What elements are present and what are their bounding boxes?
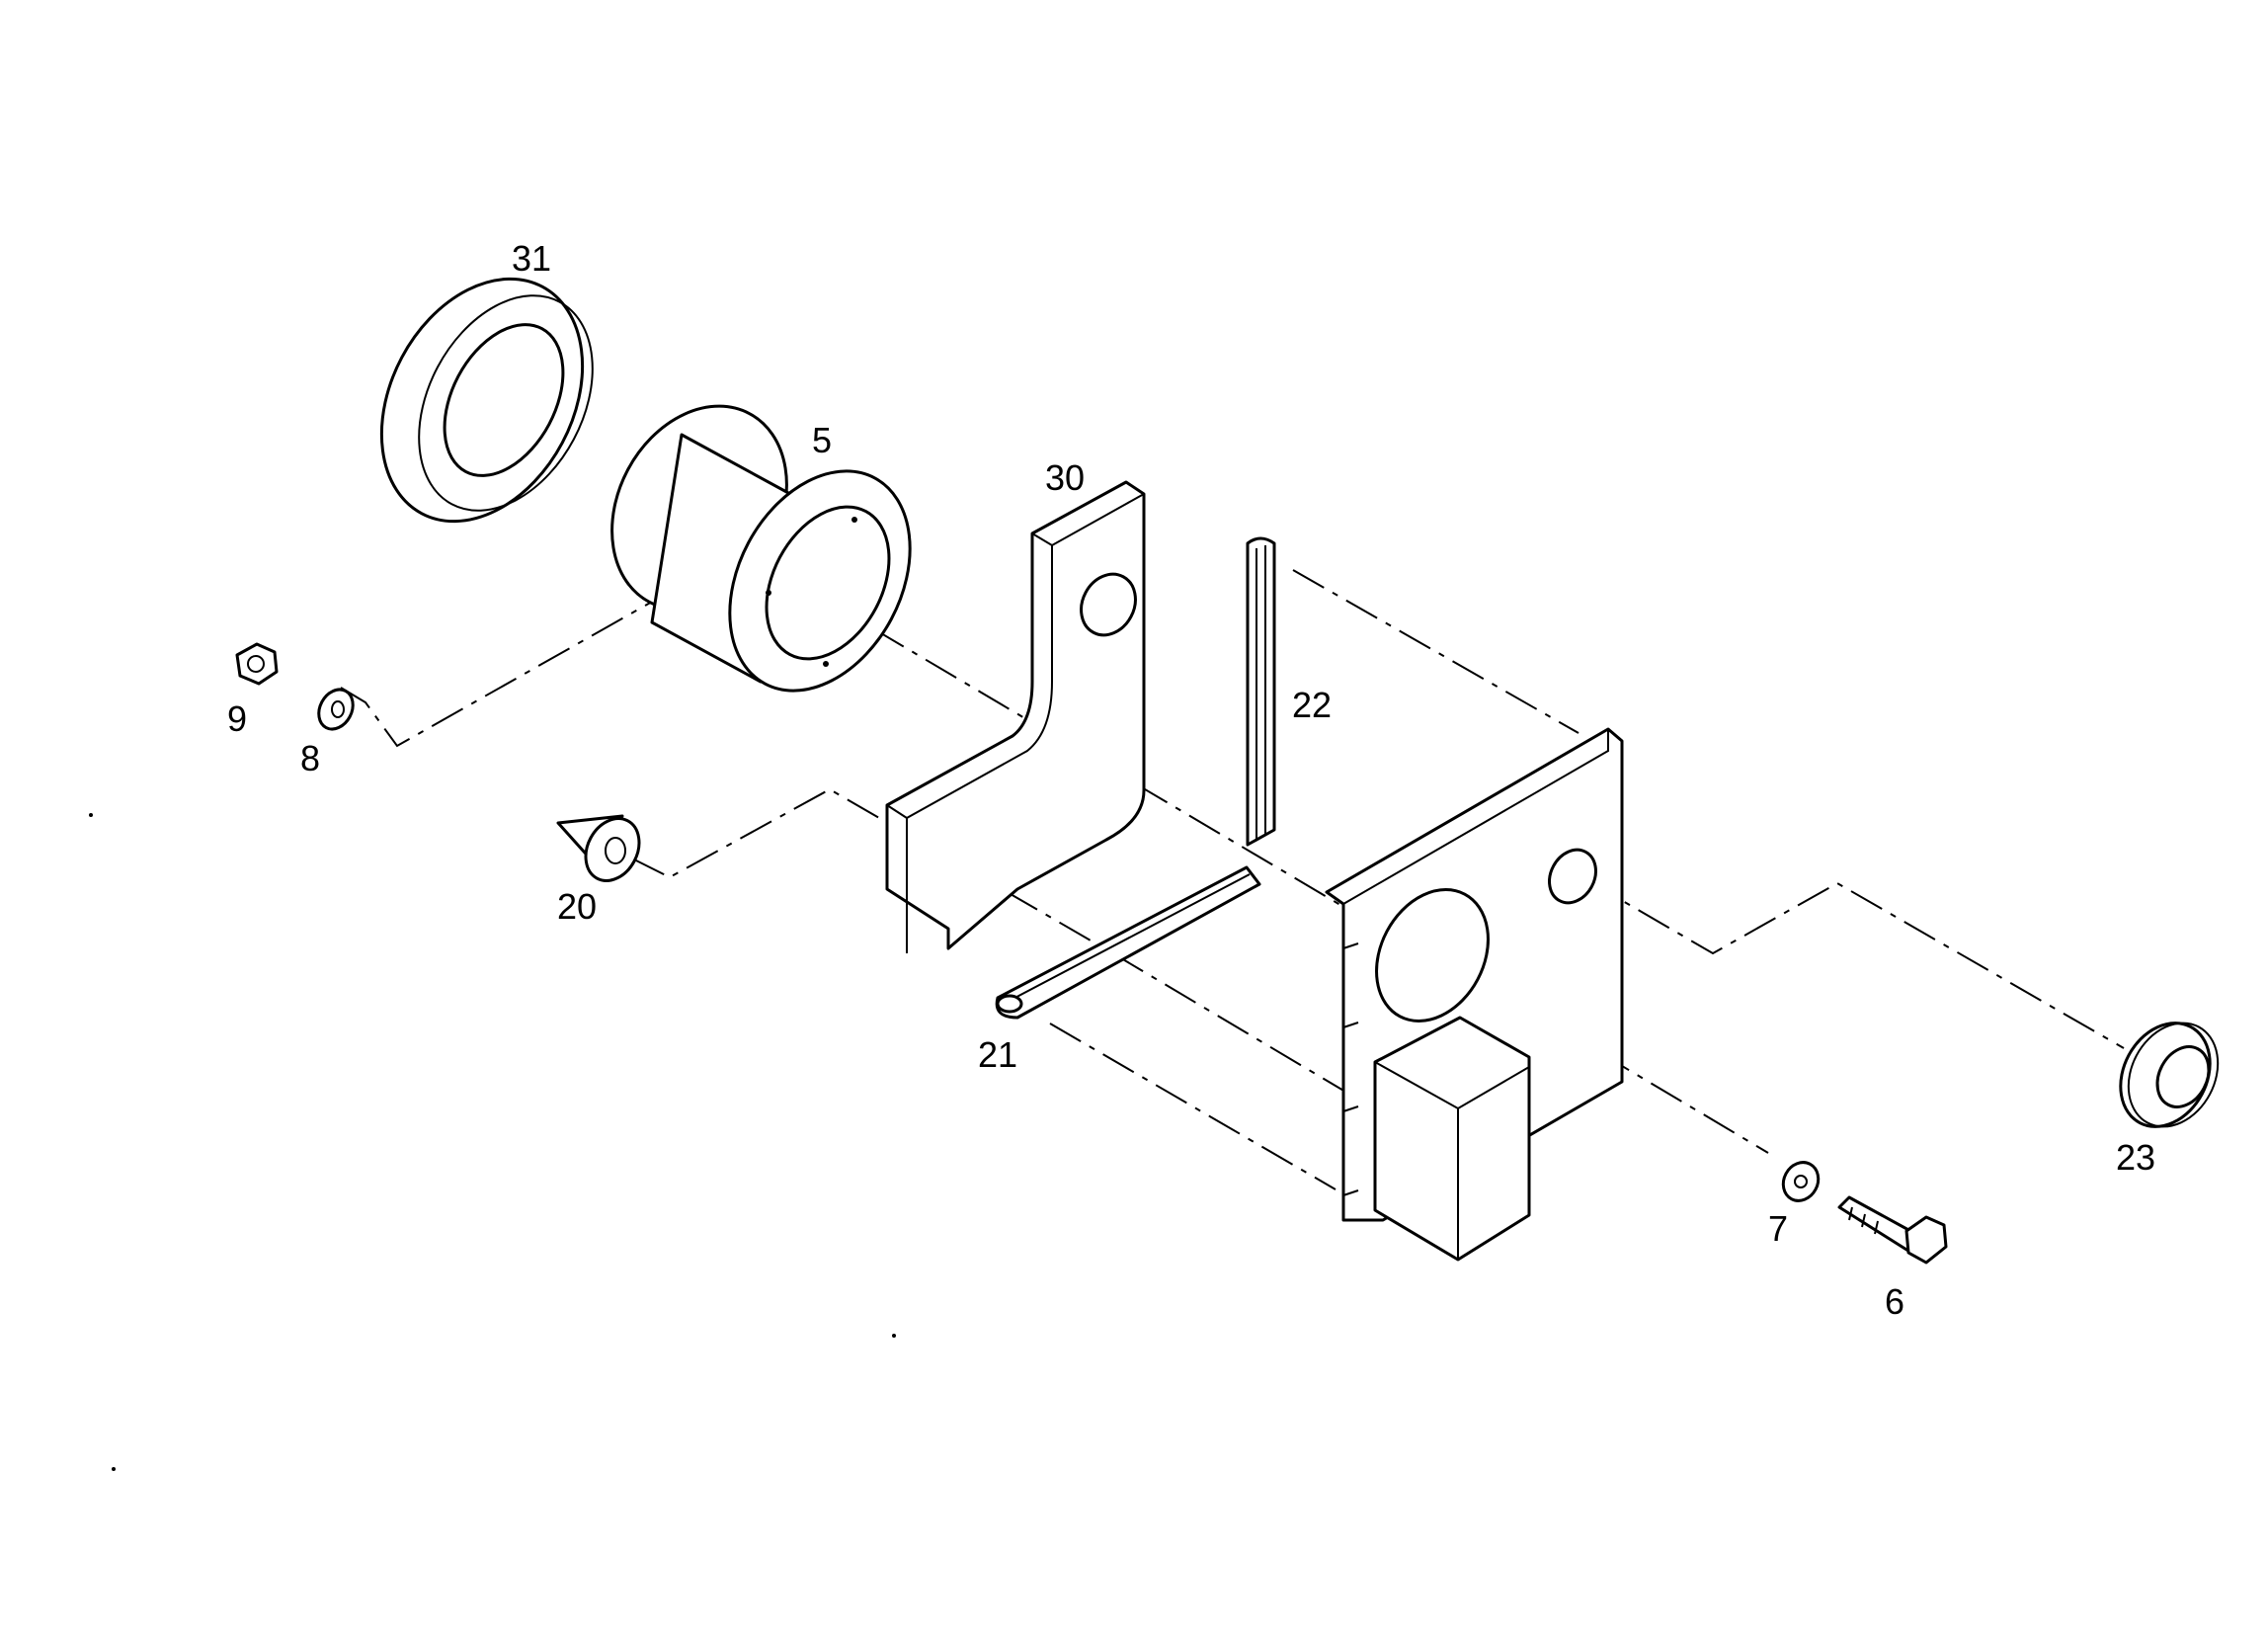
callout-6: 6 <box>1885 1281 1904 1322</box>
callout-9: 9 <box>227 698 247 739</box>
part-5-flanged-spool <box>610 404 912 693</box>
callout-5: 5 <box>812 420 832 460</box>
part-8-washer <box>317 688 355 731</box>
callout-22: 22 <box>1292 685 1332 725</box>
part-23-threaded-bushing <box>2119 1022 2220 1128</box>
part-9-nut <box>235 642 279 686</box>
callout-20: 20 <box>557 886 597 927</box>
callout-7: 7 <box>1768 1208 1788 1249</box>
callout-23: 23 <box>2116 1137 2155 1178</box>
callout-30: 30 <box>1045 457 1085 498</box>
part-6-bolt <box>1837 1195 1948 1265</box>
callout-labels: 31 5 30 22 9 8 20 21 23 7 6 <box>227 238 2155 1322</box>
part-31-seal-ring <box>379 277 594 524</box>
callout-21: 21 <box>978 1034 1017 1075</box>
mounting-block <box>1373 1016 1531 1262</box>
scan-specks <box>89 813 896 1471</box>
callout-31: 31 <box>512 238 551 279</box>
part-21-channel-strip <box>995 865 1261 1020</box>
part-30-bent-bracket <box>885 480 1146 953</box>
part-7-washer <box>1781 1161 1821 1202</box>
callout-8: 8 <box>300 738 320 778</box>
part-22-channel-strip <box>1246 536 1276 847</box>
part-20-grommet <box>556 814 641 882</box>
